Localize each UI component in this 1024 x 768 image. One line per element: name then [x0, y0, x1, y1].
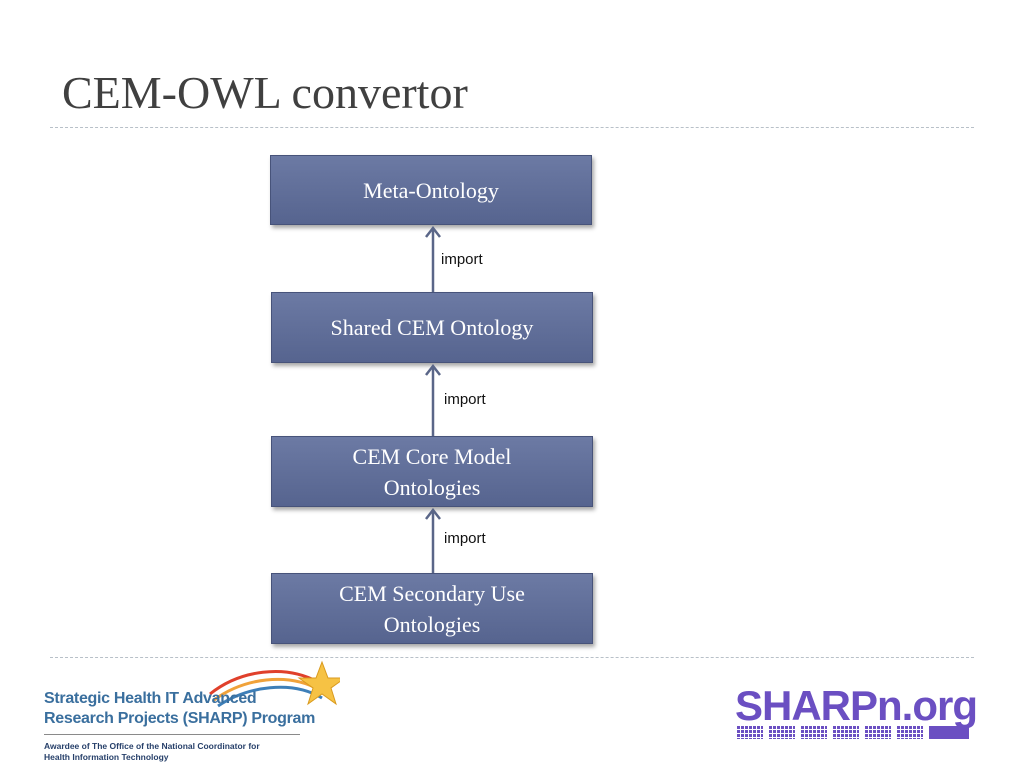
edge-arrow-shared-to-meta — [425, 225, 441, 292]
sharp-logo-rule — [44, 734, 300, 735]
sharp-program-logo: Strategic Health IT Advanced Research Pr… — [40, 660, 340, 765]
edge-label: import — [444, 530, 486, 547]
node-meta-ontology: Meta-Ontology — [270, 155, 592, 225]
title-divider — [50, 127, 974, 128]
sharp-logo-line2: Research Projects (SHARP) Program — [44, 710, 316, 727]
node-shared-cem-ontology: Shared CEM Ontology — [271, 292, 593, 363]
sharpn-pixel-grid-icon — [737, 726, 969, 739]
node-label: Meta-Ontology — [363, 177, 499, 203]
node-cem-secondary-use-ontologies: CEM Secondary Use Ontologies — [271, 573, 593, 644]
sharp-awardee-line1: Awardee of The Office of the National Co… — [44, 741, 260, 751]
node-label: CEM Secondary Use Ontologies — [339, 580, 525, 637]
node-label: Shared CEM Ontology — [330, 315, 534, 340]
slide-title: CEM-OWL convertor — [62, 67, 468, 118]
node-cem-core-model-ontologies: CEM Core Model Ontologies — [271, 436, 593, 507]
edge-arrow-core-to-shared — [425, 363, 441, 436]
footer-divider — [50, 657, 974, 658]
sharp-logo-line1: Strategic Health IT Advanced — [44, 690, 257, 707]
sharpn-logo-text: SHARPn.org — [735, 682, 978, 729]
sharp-awardee-line2: Health Information Technology — [44, 752, 169, 762]
swoosh-star-logo-icon — [209, 660, 340, 708]
edge-label: import — [441, 251, 483, 268]
edge-label: import — [444, 391, 486, 408]
sharpn-org-logo: SHARPn.org — [735, 682, 978, 754]
edge-arrow-secondary-to-core — [425, 507, 441, 573]
node-label: CEM Core Model Ontologies — [352, 443, 512, 500]
